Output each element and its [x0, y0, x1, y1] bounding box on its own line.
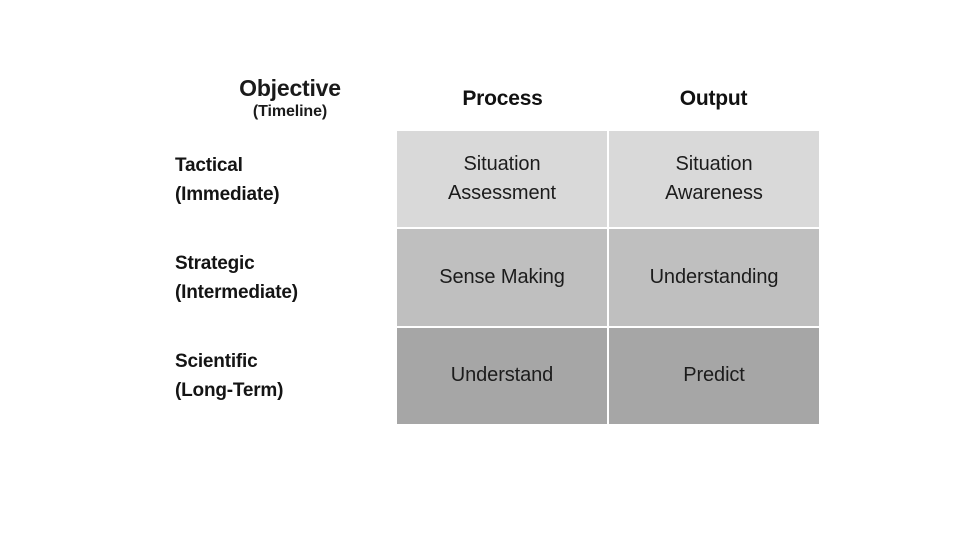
- matrix-cell-tactical-process: Situation Assessment: [397, 131, 607, 228]
- matrix-cell-text-line1: Understanding: [649, 265, 779, 288]
- corner-header-sub-label: (Timeline): [252, 103, 328, 120]
- row-header-tactical-qualifier: (Immediate): [175, 183, 280, 205]
- matrix-cell-scientific-output: Predict: [609, 327, 819, 424]
- column-header-output: Output: [679, 87, 748, 110]
- corner-header-objective-timeline: Objective (Timeline): [175, 74, 405, 122]
- matrix-cell-strategic-process: Sense Making: [397, 229, 607, 326]
- matrix-cell-text-line1: Predict: [683, 364, 745, 387]
- matrix-cell-scientific-process: Understand: [397, 327, 607, 424]
- row-header-strategic-qualifier: (Intermediate): [175, 281, 298, 303]
- matrix-cell-text-line1: Situation: [463, 153, 541, 176]
- row-header-scientific: Scientific (Long-Term): [175, 327, 390, 424]
- row-header-scientific-qualifier: (Long-Term): [175, 379, 284, 401]
- matrix-cell-strategic-output: Understanding: [609, 229, 819, 326]
- matrix-cell-tactical-output: Situation Awareness: [609, 131, 819, 228]
- matrix-cell-text-line2: Awareness: [665, 182, 763, 205]
- column-header-process: Process: [462, 87, 543, 110]
- row-header-strategic-name: Strategic: [175, 252, 255, 274]
- row-header-scientific-name: Scientific: [175, 350, 258, 372]
- row-header-tactical: Tactical (Immediate): [175, 131, 390, 228]
- matrix-cell-text-line1: Sense Making: [439, 265, 565, 288]
- matrix-cell-text-line1: Understand: [450, 364, 554, 387]
- matrix-cell-text-line2: Assessment: [448, 182, 556, 205]
- matrix-cell-text-line1: Situation: [675, 153, 753, 176]
- corner-header-main-label: Objective: [239, 75, 341, 101]
- row-header-tactical-name: Tactical: [175, 154, 243, 176]
- matrix-grid: Situation Assessment Situation Awareness…: [397, 131, 819, 424]
- row-header-strategic: Strategic (Intermediate): [175, 229, 390, 326]
